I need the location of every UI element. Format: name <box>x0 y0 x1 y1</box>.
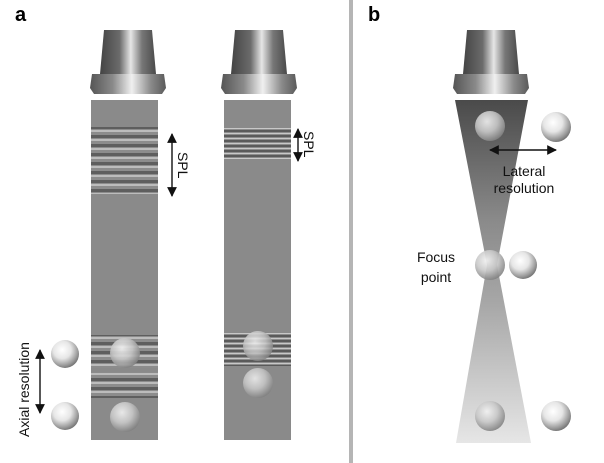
pulse-band-upper-left <box>91 127 158 194</box>
reflector-sphere <box>243 368 273 398</box>
focus-point-label-line1: Focus <box>417 249 455 265</box>
panel-label-a: a <box>15 4 27 26</box>
reflector-sphere <box>475 401 505 431</box>
lateral-resolution-label-line2: resolution <box>494 180 555 196</box>
reflector-sphere <box>509 251 537 279</box>
spl-label-right: SPL <box>301 131 317 158</box>
transducer-focused <box>453 30 529 94</box>
spl-label-left: SPL <box>175 152 191 179</box>
reflector-sphere <box>475 250 505 280</box>
panel-divider <box>349 0 353 463</box>
reflector-sphere <box>51 340 79 368</box>
axial-resolution-label: Axial resolution <box>16 342 32 437</box>
reflector-sphere <box>243 331 273 361</box>
reflector-sphere <box>110 338 140 368</box>
transducer-left <box>90 30 166 94</box>
lateral-resolution-label-line1: Lateral <box>503 163 546 179</box>
transducer-right <box>221 30 297 94</box>
pulse-band-upper-right <box>224 128 291 159</box>
reflector-sphere <box>541 401 571 431</box>
reflector-sphere <box>475 111 505 141</box>
reflector-sphere <box>541 112 571 142</box>
reflector-sphere <box>110 402 140 432</box>
focus-point-label-line2: point <box>421 269 451 285</box>
reflector-sphere <box>51 402 79 430</box>
panel-label-b: b <box>368 4 381 26</box>
pulse-band-lower-left-b <box>91 372 158 398</box>
